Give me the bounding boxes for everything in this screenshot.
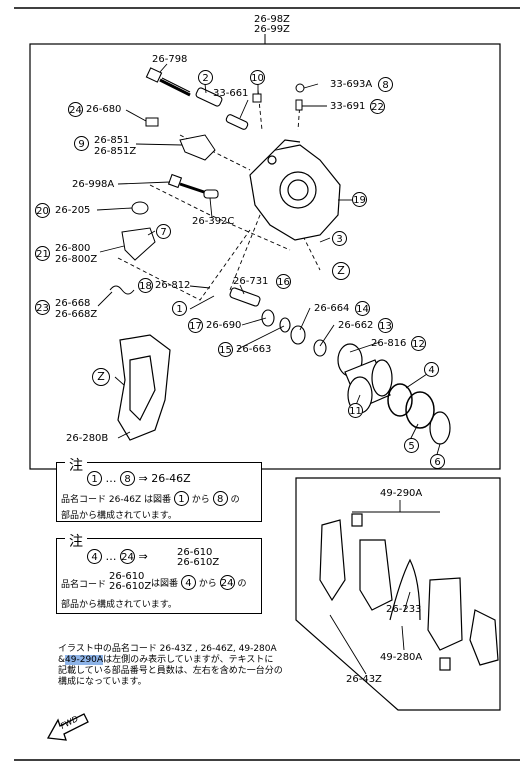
illustration-caption: イラスト中の品名コード 26-43Z , 26-46Z, 49-280A &49…: [58, 644, 318, 688]
callout-13: 13: [378, 318, 393, 333]
callout-16: 16: [276, 274, 291, 289]
note1-line2-pre: 品名コード 26-46Z は図番: [61, 495, 172, 505]
part-label-33-691: 33-691: [330, 101, 366, 112]
part-label-26-663: 26-663: [236, 344, 272, 355]
note2-line2-mid: から: [198, 579, 217, 589]
part-label-33-693A: 33-693A: [330, 79, 373, 90]
callout-7: 7: [156, 224, 171, 239]
part-label-26-664: 26-664: [314, 303, 350, 314]
part-label-26-680: 26-680: [86, 104, 122, 115]
note-box-26-46Z: 注 1 … 8 ⇒ 26-46Z 品名コード 26-46Z は図番 1 から 8…: [56, 455, 262, 522]
note1-line2-mid: から: [191, 495, 210, 505]
note1-ellipsis: …: [105, 472, 117, 485]
part-label-26-662: 26-662: [338, 320, 374, 331]
callout-17: 17: [188, 318, 203, 333]
note2-range-from: 4: [87, 549, 102, 564]
part-label-26-816: 26-816: [371, 338, 407, 349]
callout-2: 2: [198, 70, 213, 85]
callout-22: 22: [370, 99, 385, 114]
note2-code2: 26-610Z: [109, 581, 152, 592]
callout-10: 10: [250, 70, 265, 85]
callout-4: 4: [424, 362, 439, 377]
caption-line1: イラスト中の品名コード 26-43Z , 26-46Z, 49-280A: [58, 644, 277, 654]
part-label-26-668: 26-668: [55, 298, 91, 309]
note2-line3: 部品から構成されています。: [61, 600, 177, 610]
callout-8: 8: [378, 77, 393, 92]
note1-line2-to: 8: [212, 491, 228, 506]
note2-result1: 26-610: [177, 547, 213, 558]
part-label-26-798: 26-798: [152, 54, 188, 65]
callout-9: 9: [74, 136, 89, 151]
part-label-26-998A: 26-998A: [72, 179, 115, 190]
note1-line2-from: 1: [173, 491, 189, 506]
part-label-26-690: 26-690: [206, 320, 242, 331]
note2-line2-mid1: は図番: [151, 579, 179, 589]
callout-11: 11: [348, 403, 363, 418]
part-label-26-233: 26-233: [386, 604, 422, 615]
callout-23: 23: [35, 300, 50, 315]
note2-arrow: ⇒: [138, 550, 148, 563]
callout-15: 15: [218, 342, 233, 357]
part-label-26-851Z: 26-851Z: [94, 146, 137, 157]
note2-line2-post: の: [237, 579, 247, 589]
part-label-26-43Z: 26-43Z: [346, 674, 382, 685]
part-label-26-800: 26-800: [55, 243, 91, 254]
note2-line2-from: 4: [180, 575, 196, 590]
note1-range-to: 8: [120, 471, 135, 486]
callout-3: 3: [332, 231, 347, 246]
callout-z-body: Z: [332, 262, 350, 280]
note-heading: 注: [65, 455, 87, 475]
note2-range-to: 24: [120, 549, 135, 564]
note2-code1: 26-610: [109, 571, 145, 582]
callout-5: 5: [404, 438, 419, 453]
part-label-26-668Z: 26-668Z: [55, 309, 98, 320]
part-label-26-800Z: 26-800Z: [55, 254, 98, 265]
caption-line2-post: は左側のみ表示していますが、テキストに: [103, 655, 274, 665]
part-label-26-812: 26-812: [155, 280, 191, 291]
note1-range-from: 1: [87, 471, 102, 486]
caption-highlight-49-290A: 49-290A: [65, 655, 104, 665]
note1-result: 26-46Z: [151, 472, 191, 485]
part-label-26-392C: 26-392C: [192, 216, 235, 227]
caption-line4: 構成になっています。: [58, 677, 147, 687]
note2-line2-to: 24: [219, 575, 235, 590]
note1-line2-post: の: [230, 495, 240, 505]
callout-19: 19: [352, 192, 367, 207]
assembly-code-2: 26-99Z: [254, 24, 290, 35]
callout-24: 24: [68, 102, 83, 117]
callout-12: 12: [411, 336, 426, 351]
note1-line3: 部品から構成されています。: [61, 511, 177, 521]
part-label-26-731: 26-731: [233, 276, 269, 287]
callout-20: 20: [35, 203, 50, 218]
callout-6: 6: [430, 454, 445, 469]
part-label-26-280B: 26-280B: [66, 433, 109, 444]
part-label-26-851: 26-851: [94, 135, 130, 146]
note2-result2: 26-610Z: [177, 557, 220, 568]
callout-21: 21: [35, 246, 50, 261]
callout-1: 1: [172, 301, 187, 316]
callout-18: 18: [138, 278, 153, 293]
note2-ellipsis: …: [105, 550, 117, 563]
part-label-33-661: 33-661: [213, 88, 249, 99]
part-label-49-280A: 49-280A: [380, 652, 423, 663]
note1-arrow: ⇒: [138, 472, 148, 485]
callout-z-bracket: Z: [92, 368, 110, 386]
note-box-26-610: 注 4 … 24 ⇒ 26-610 26-610Z 品名コード 26-610 2…: [56, 531, 262, 614]
part-label-49-290A-top: 49-290A: [380, 488, 423, 499]
note-heading: 注: [65, 531, 87, 551]
caption-line2-pre: &: [58, 655, 66, 665]
caption-line3: 記載している部品番号と員数は、左右を含めた一台分の: [58, 666, 283, 676]
part-label-26-205: 26-205: [55, 205, 91, 216]
note2-line2-pre: 品名コード: [61, 580, 107, 590]
callout-14: 14: [355, 301, 370, 316]
assembly-code-1: 26-98Z: [254, 14, 290, 25]
